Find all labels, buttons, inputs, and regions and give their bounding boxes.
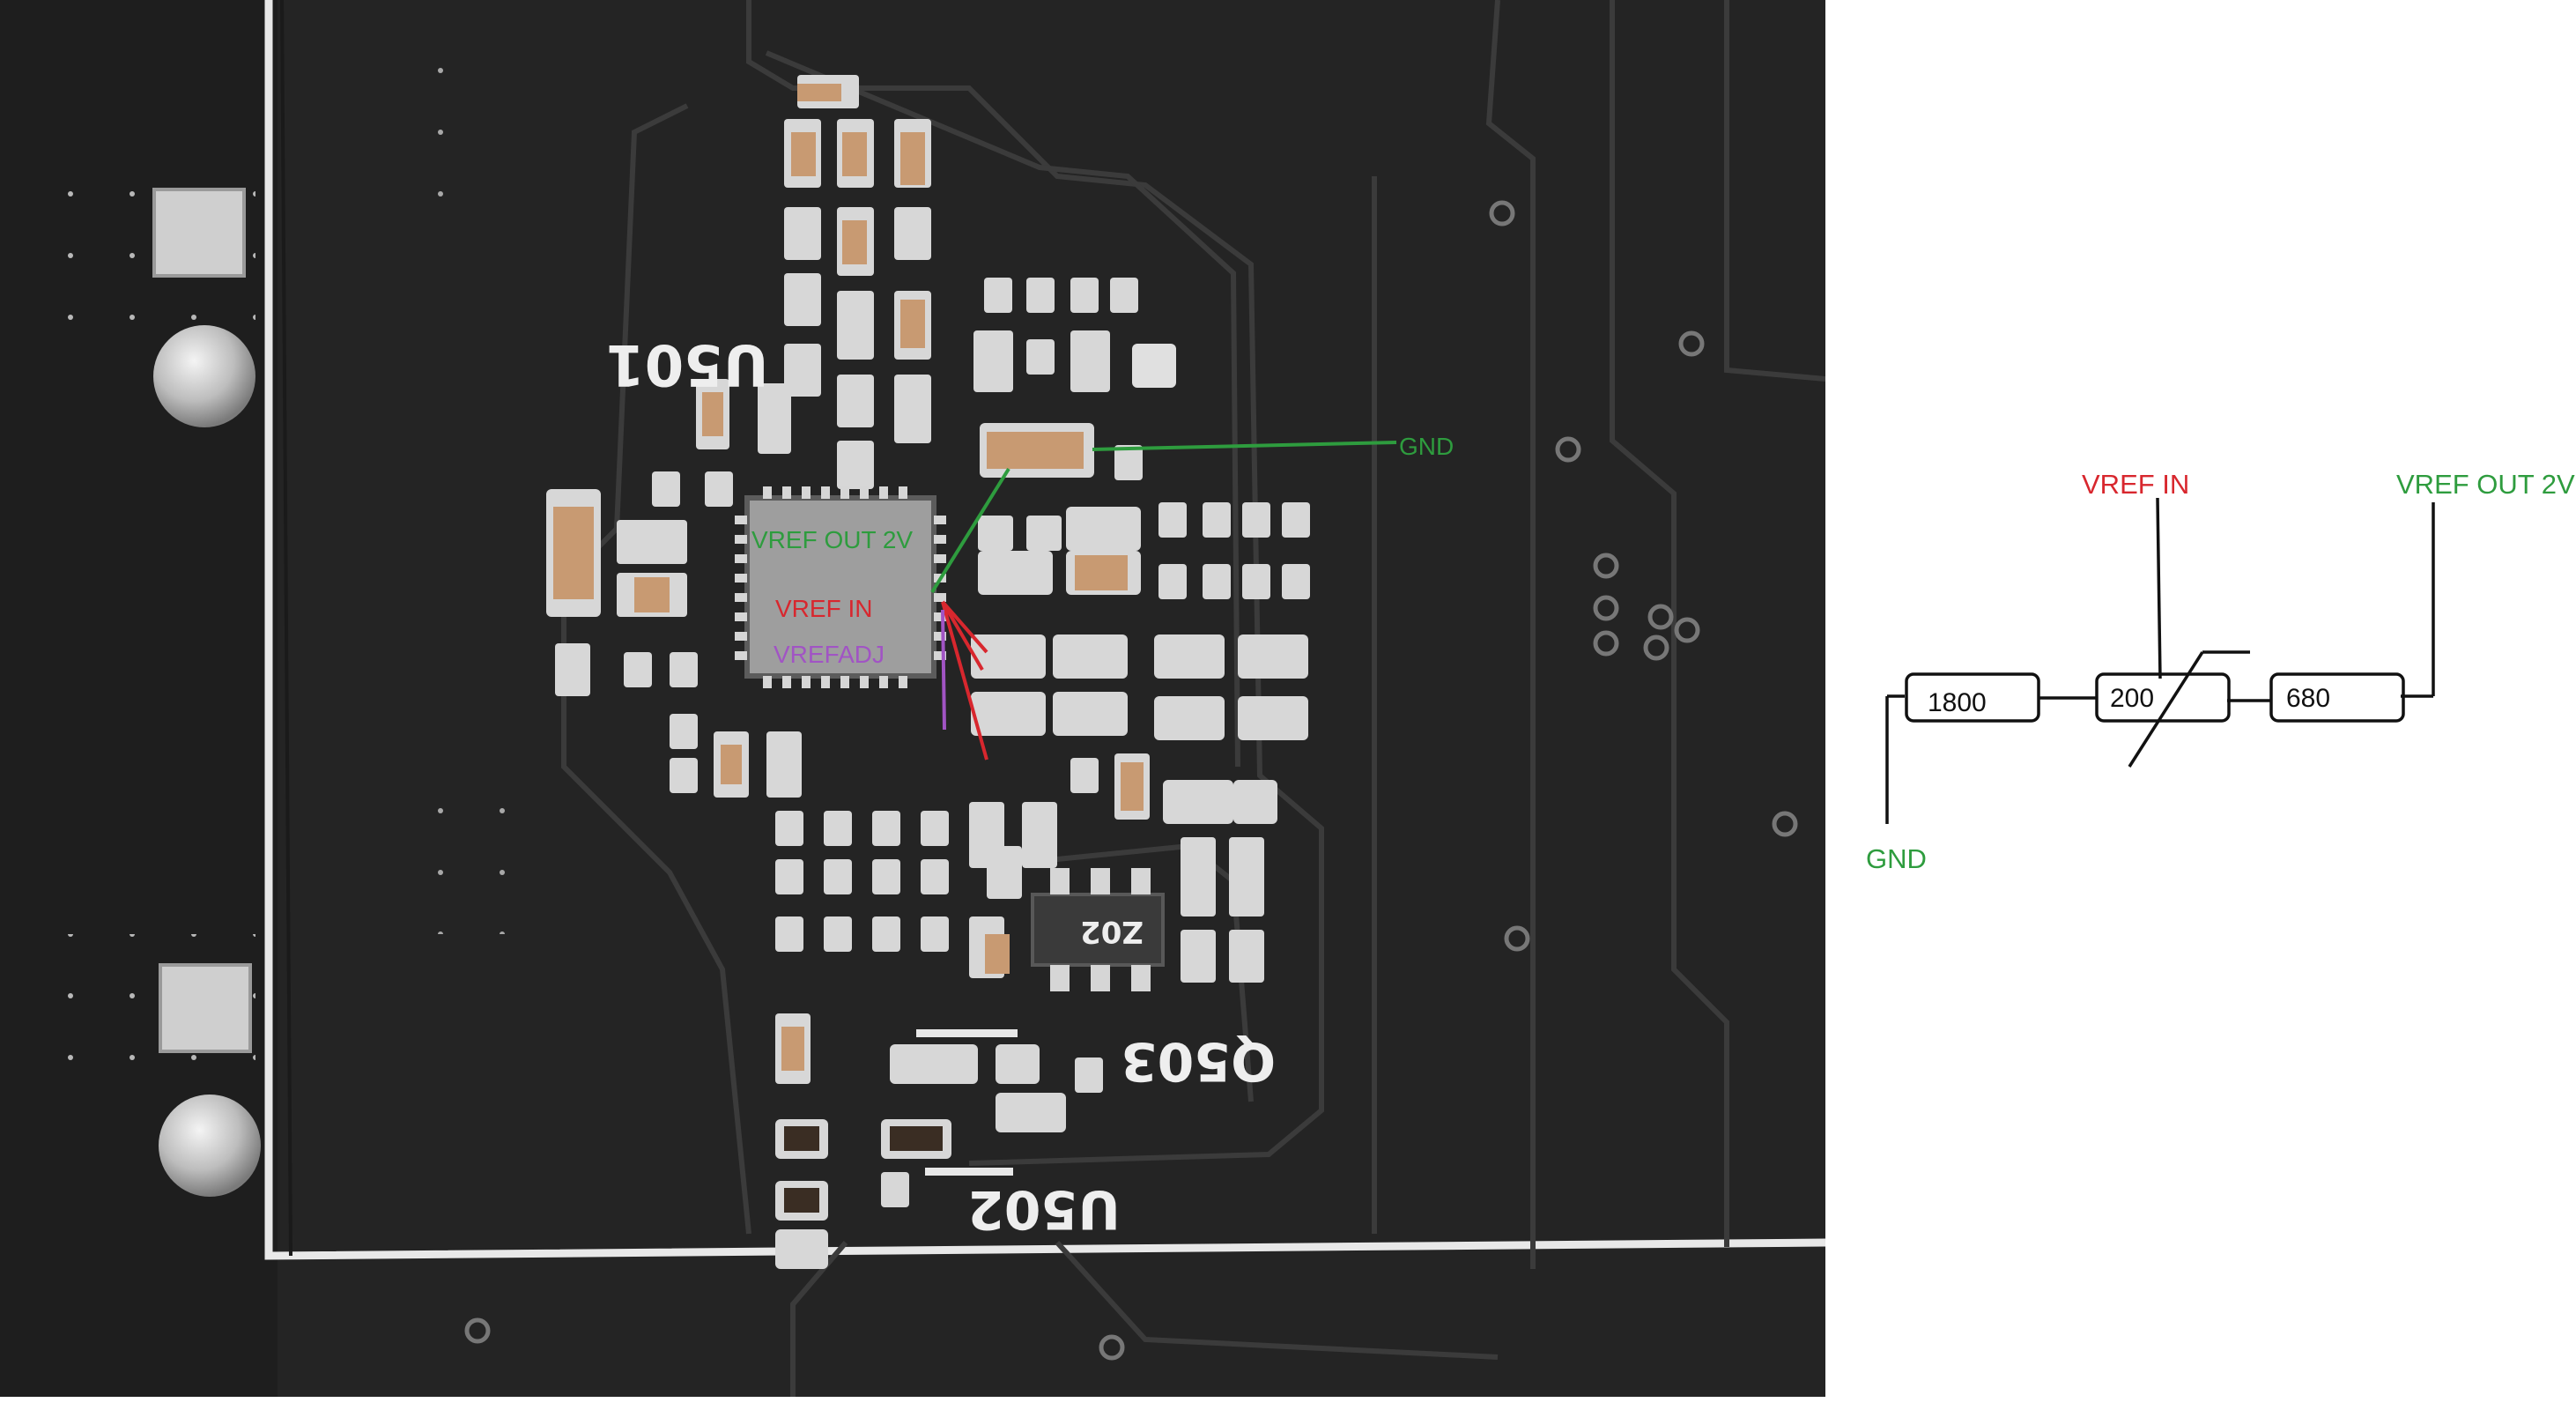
resistor-680-label: 680 <box>2286 684 2330 713</box>
annotation-gnd: GND <box>1399 433 1454 460</box>
q503-transistor: Z02 <box>1031 868 1165 991</box>
resistor-200-body <box>2095 672 2231 723</box>
schematic-label-vref-out: VREF OUT 2V <box>2396 469 2575 500</box>
schematic-label-gnd: GND <box>1866 843 1927 874</box>
ring-vias <box>464 200 1798 1361</box>
silkscreen-u502: U502 <box>967 1178 1121 1240</box>
q503-marking: Z02 <box>1080 914 1144 949</box>
via-grid-left-column <box>396 35 476 229</box>
resistor-200-label: 200 <box>2110 684 2154 713</box>
annotation-vref-out: VREF OUT 2V <box>751 526 913 553</box>
annotation-arrows <box>930 441 1397 761</box>
resistor-200-variable: 200 <box>2095 672 2231 723</box>
schematic-panel: 1800 200 680 VREF IN VREF OUT 2V GND <box>1825 0 2576 1406</box>
silkscreen-u501: U501 <box>605 331 769 397</box>
schematic-label-vref-in: VREF IN <box>2082 469 2189 500</box>
pcb-photo-graphic: Z02 U501 Q503 U502 GND VREF OUT 2V VREF … <box>0 0 1825 1397</box>
mounting-pad-bottom <box>159 963 252 1053</box>
resistor-1800-label: 1800 <box>1928 688 1987 717</box>
mounting-pad-top <box>152 188 246 278</box>
resistor-1800-body <box>1905 672 2040 723</box>
resistor-1800: 1800 <box>1905 672 2040 723</box>
smd-components <box>546 75 1310 1269</box>
annotation-vrefadj: VREFADJ <box>774 641 885 668</box>
board-outline-silkscreen <box>264 0 1825 1260</box>
silkscreen-bar-u502 <box>925 1168 1013 1176</box>
resistor-680: 680 <box>2269 672 2405 723</box>
copper-traces <box>561 0 1825 1397</box>
resistor-680-body <box>2269 672 2405 723</box>
silkscreen-bar-q503 <box>916 1029 1018 1037</box>
pcb-photo: Z02 U501 Q503 U502 GND VREF OUT 2V VREF … <box>0 0 1825 1397</box>
schematic-wires <box>1885 497 2435 824</box>
board-outline-shadow <box>280 0 292 1257</box>
screw-bottom <box>159 1095 261 1197</box>
u501-chip <box>735 486 946 688</box>
via-grid-left-lower <box>405 793 546 934</box>
annotation-vref-in: VREF IN <box>775 595 872 622</box>
silkscreen-q503: Q503 <box>1121 1030 1276 1092</box>
schematic-diagram: 1800 200 680 VREF IN VREF OUT 2V GND <box>1866 469 2575 874</box>
screw-top <box>153 325 255 427</box>
